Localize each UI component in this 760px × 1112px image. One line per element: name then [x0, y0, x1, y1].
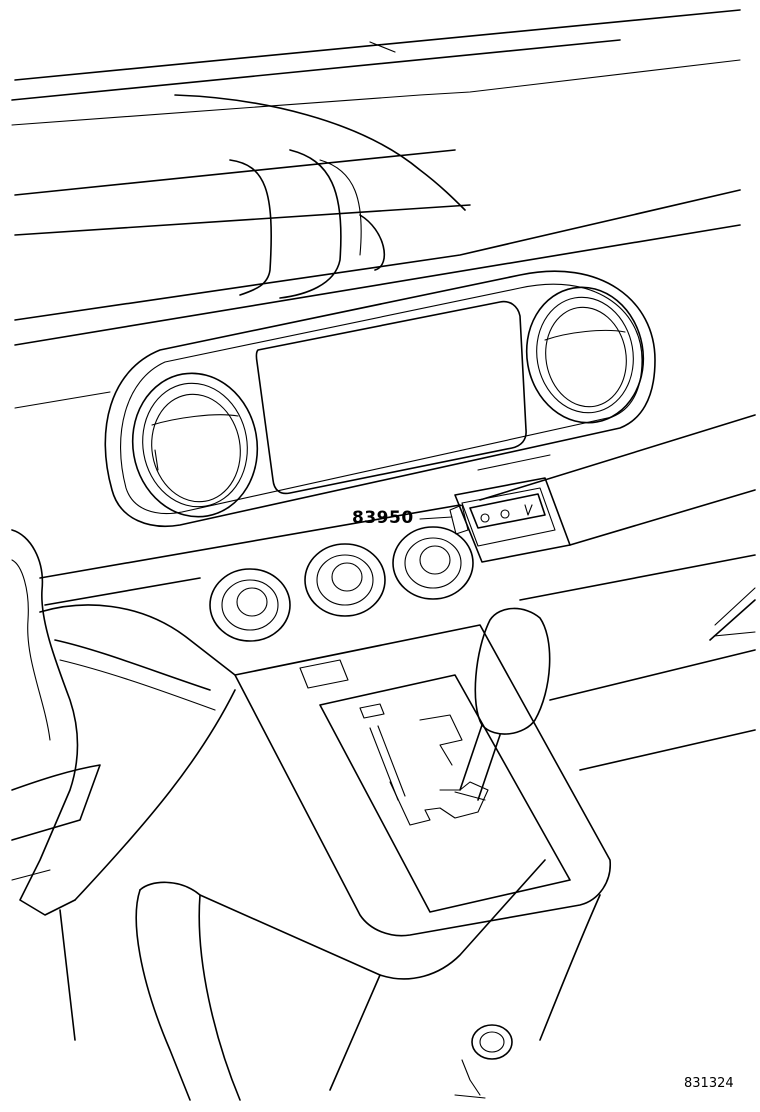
switch-module: [419, 477, 571, 563]
left-air-vent: [131, 372, 259, 518]
instrument-hood: [174, 94, 466, 299]
climate-knobs: [209, 526, 474, 642]
left-trim: [11, 529, 236, 1041]
lower-dash-lines: [39, 414, 756, 771]
shift-lever: [454, 607, 551, 801]
figure-reference-number: 831324: [684, 1076, 734, 1091]
center-console: [39, 604, 611, 937]
part-number-label: 83950: [352, 508, 414, 528]
lower-console: [135, 859, 601, 1101]
dashboard-top-lines: [11, 9, 741, 409]
display-screen: [255, 300, 527, 495]
center-panel: [104, 270, 656, 527]
right-air-vent: [525, 286, 645, 424]
